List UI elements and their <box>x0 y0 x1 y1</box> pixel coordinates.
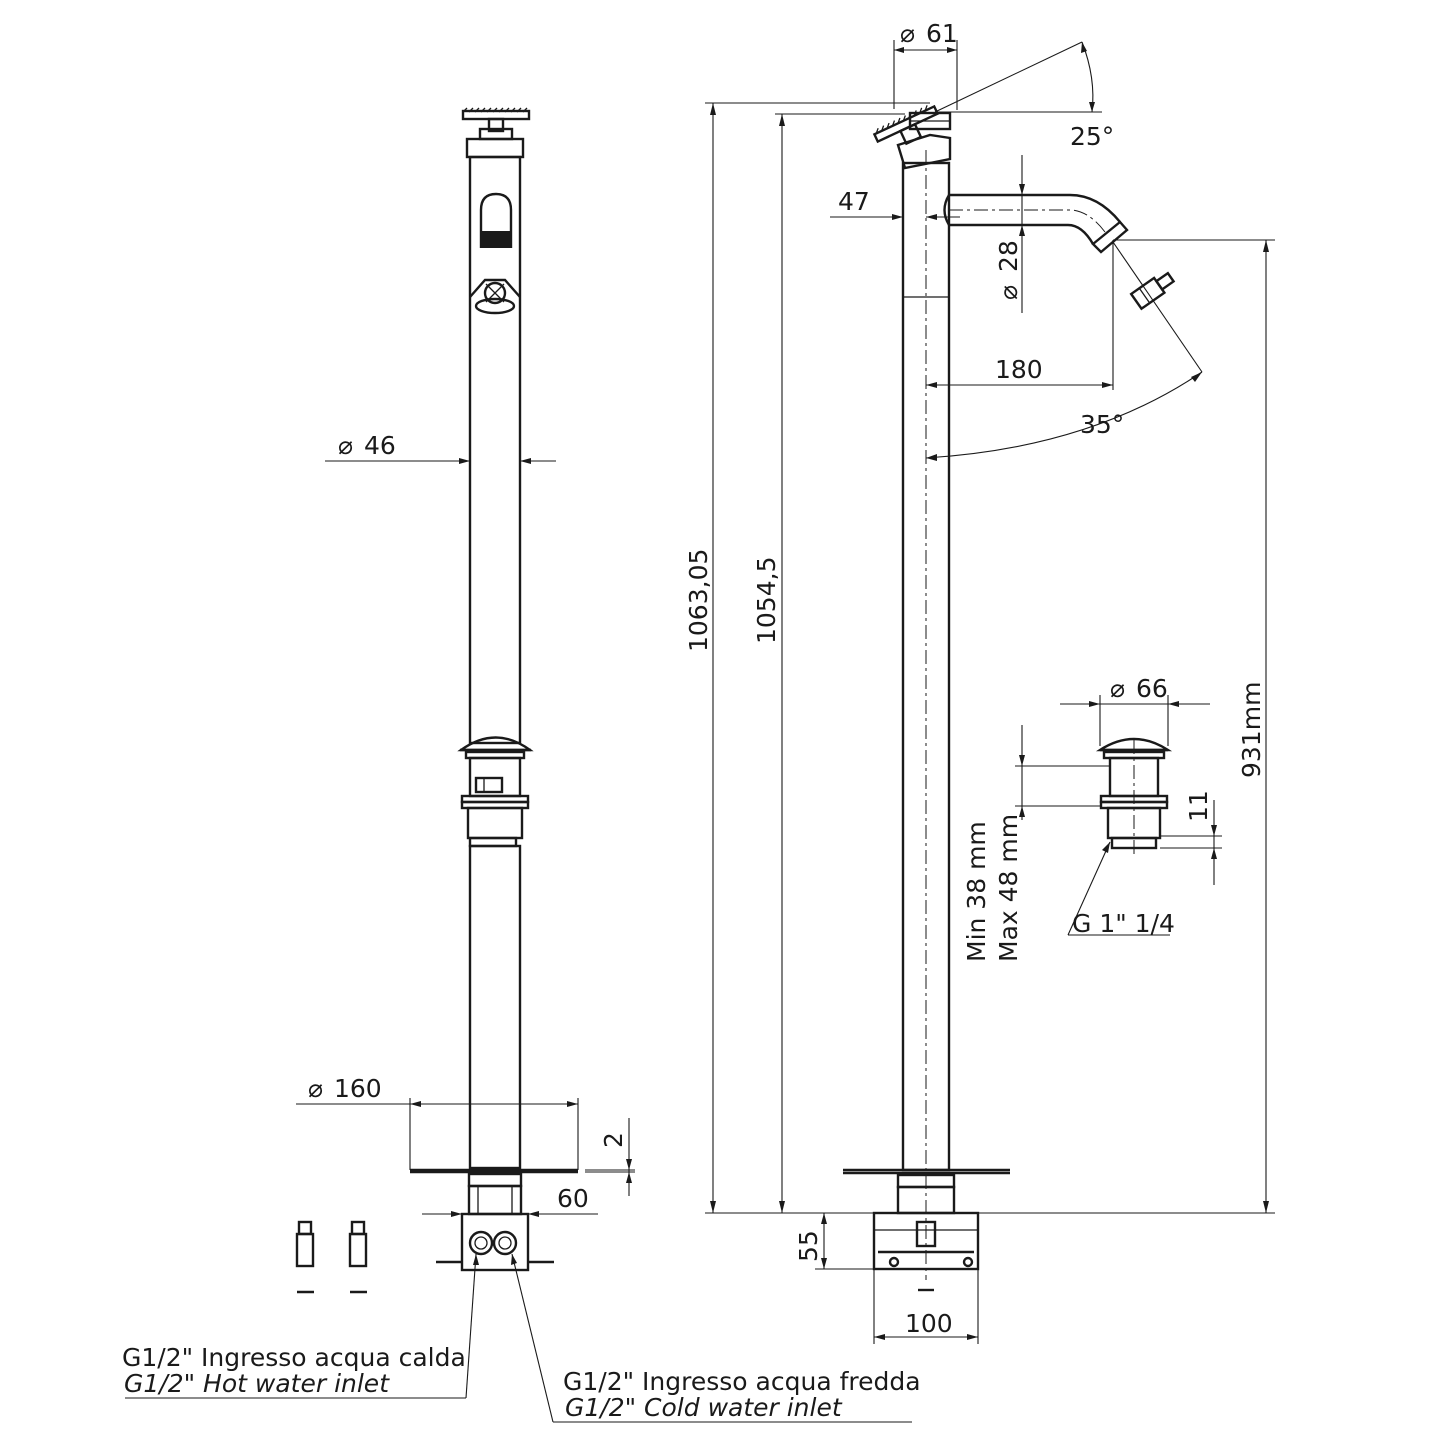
side-waste <box>1095 737 1173 856</box>
inlet-labels: G1/2" Ingresso acqua calda G1/2" Hot wat… <box>122 1343 921 1422</box>
dim-d61-symbol: ⌀ <box>900 19 915 48</box>
dim-g-1-1-4: G 1" 1/4 <box>1072 909 1175 938</box>
front-lower-column <box>468 844 522 1170</box>
dim-d2: 2 <box>599 1132 628 1148</box>
cold-inlet-label-en: G1/2" Cold water inlet <box>565 1393 843 1422</box>
side-handle <box>872 104 952 170</box>
dim-angle-35: 35° <box>1080 410 1124 439</box>
dim-min-38: Min 38 mm <box>962 821 991 962</box>
dim-d11: 11 <box>1184 790 1213 822</box>
dim-d160: 160 <box>334 1074 382 1103</box>
front-upper-body <box>468 155 522 745</box>
hot-inlet-label-it: G1/2" Ingresso acqua calda <box>122 1343 466 1372</box>
side-column <box>901 150 951 1280</box>
dim-max-48: Max 48 mm <box>994 814 1023 962</box>
dim-d28-symbol: ⌀ <box>994 285 1023 300</box>
side-spout-tilted <box>1129 271 1176 311</box>
dim-d46: 46 <box>364 431 396 460</box>
dim-d160-symbol: ⌀ <box>308 1074 323 1103</box>
dim-d55: 55 <box>794 1230 823 1262</box>
dim-d180: 180 <box>995 355 1043 384</box>
dim-angle-25: 25° <box>1070 122 1114 151</box>
hot-inlet-label-en: G1/2" Hot water inlet <box>124 1369 390 1398</box>
side-spout <box>943 193 1129 254</box>
dim-height-1063: 1063,05 <box>684 549 713 652</box>
side-view <box>843 104 1176 1292</box>
front-view <box>295 107 578 1294</box>
front-handle <box>461 107 531 159</box>
dim-d46-symbol: ⌀ <box>338 431 353 460</box>
front-connector <box>436 1172 554 1272</box>
dim-d60: 60 <box>557 1184 589 1213</box>
dim-height-931: 931mm <box>1237 682 1266 778</box>
hose-stubs <box>295 1220 368 1294</box>
dim-d61: 61 <box>926 19 958 48</box>
dim-d47: 47 <box>838 187 870 216</box>
dim-d66-symbol: ⌀ <box>1110 674 1125 703</box>
dim-height-1054: 1054,5 <box>752 557 781 644</box>
dimension-texts: ⌀ 61 25° 47 ⌀ 28 180 35° ⌀ 46 1063,05 10… <box>308 19 1266 1338</box>
cold-inlet-label-it: G1/2" Ingresso acqua fredda <box>563 1367 921 1396</box>
dim-d28: 28 <box>994 240 1023 272</box>
dim-d100: 100 <box>905 1309 953 1338</box>
dimension-lines <box>125 40 1275 1423</box>
dim-d66: 66 <box>1136 674 1168 703</box>
front-waste <box>457 736 534 848</box>
